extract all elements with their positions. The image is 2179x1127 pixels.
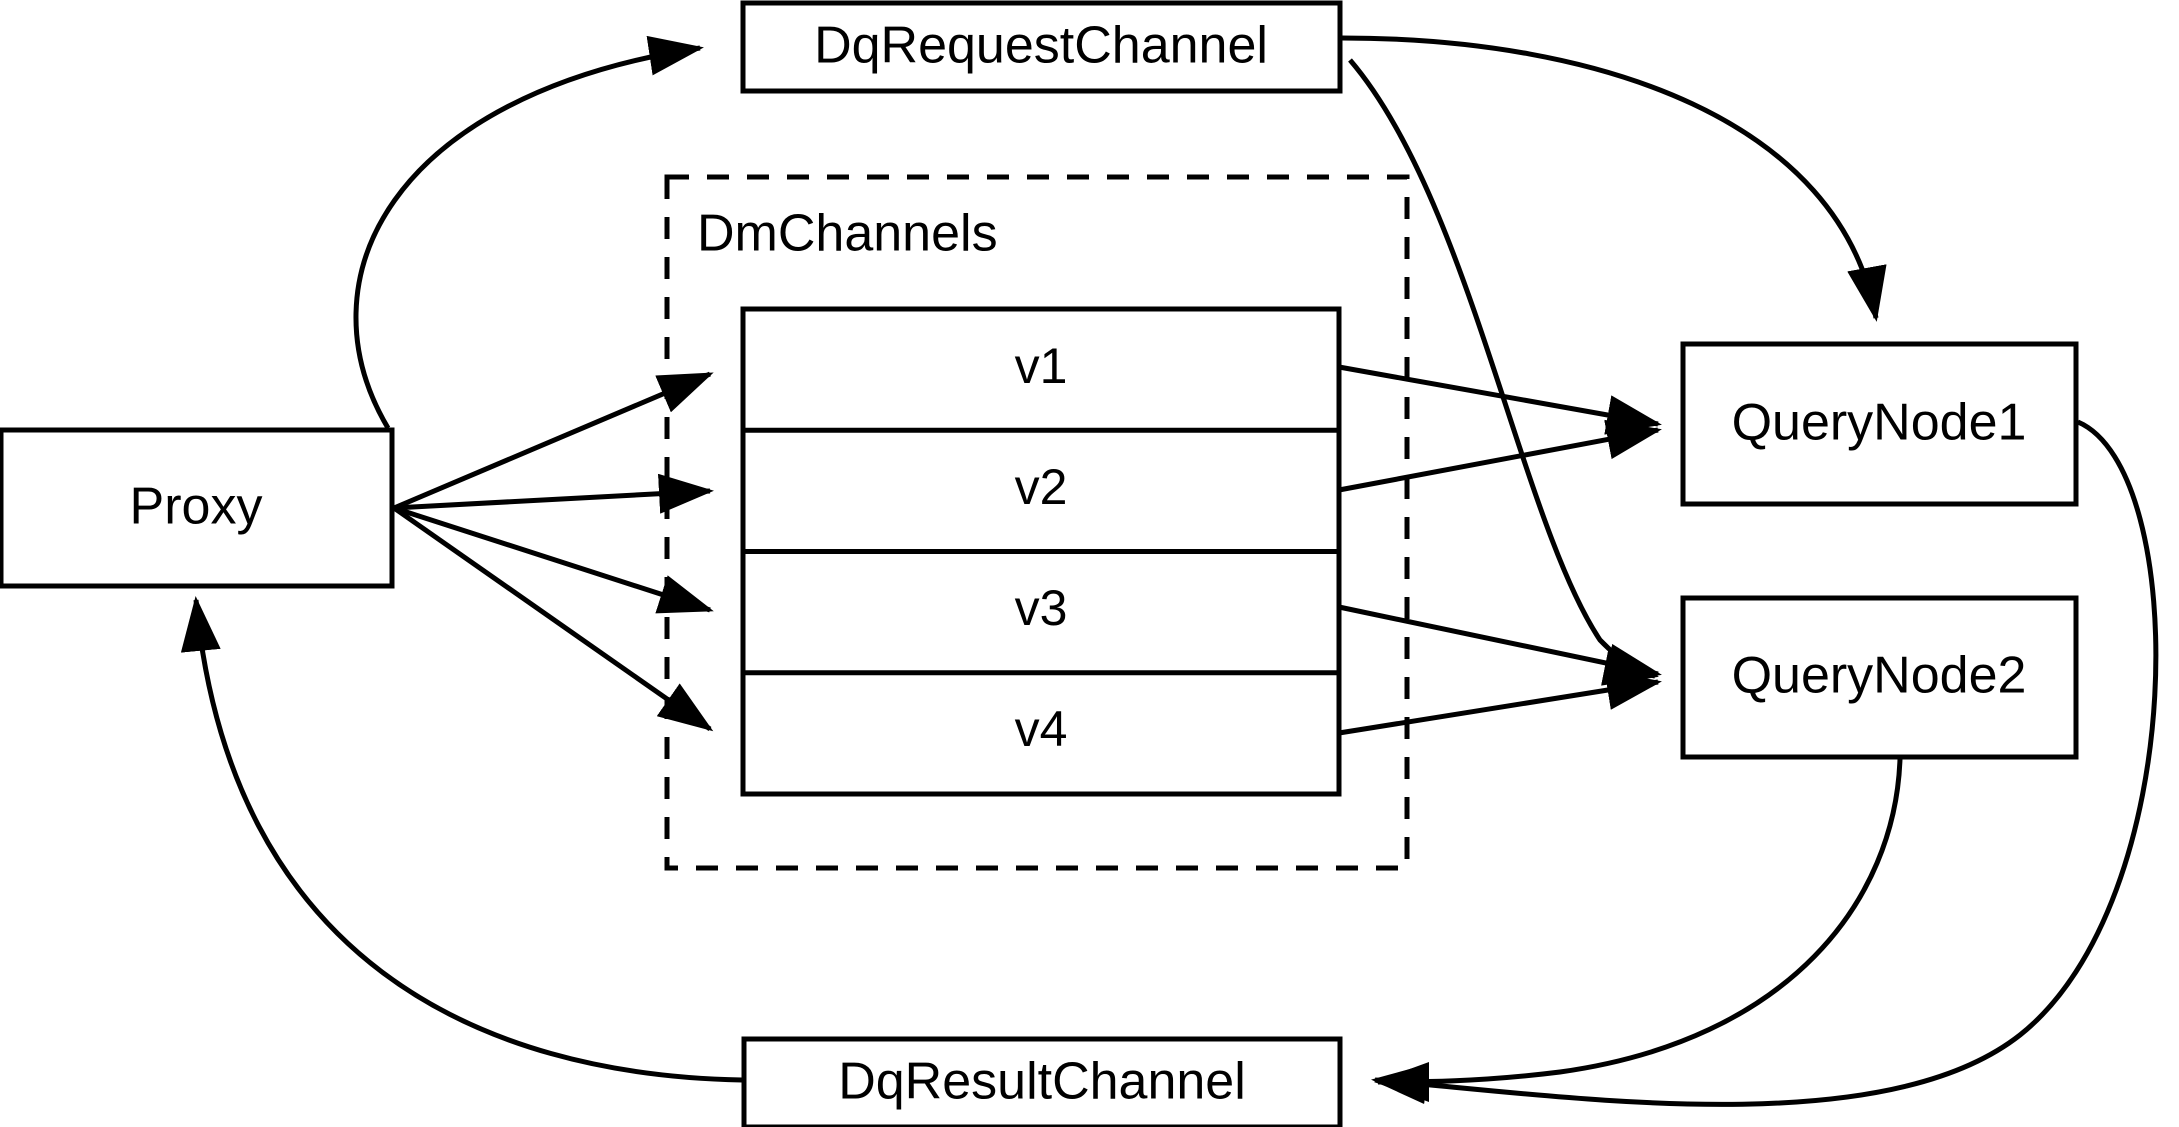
edge-v1-to-query-node-1 [1338, 364, 1662, 435]
edge-dq-result-channel-to-proxy [180, 596, 743, 1083]
edge-v2-to-query-node-1 [1338, 419, 1662, 493]
edge-proxy-to-v3 [393, 505, 714, 614]
query-node-1-label: QueryNode1 [1732, 394, 2027, 452]
query-node-2-box[interactable] [1680, 595, 2079, 760]
dq-result-channel-box[interactable] [741, 1036, 1343, 1127]
vchannel-row-v2-label: v2 [1015, 459, 1068, 515]
edge-proxy-to-v4 [392, 505, 714, 732]
dq-request-channel-box[interactable] [740, 0, 1343, 94]
query-node-1-box[interactable] [1680, 341, 2079, 507]
proxy-node-box[interactable] [0, 427, 395, 589]
dq-result-channel-label: DqResultChannel [838, 1053, 1246, 1111]
vchannel-row-v1-label: v1 [1015, 338, 1068, 394]
dm-channels-group-label: DmChannels [697, 205, 998, 263]
edge-query-node-1-to-dq-result-channel [1371, 419, 2159, 1107]
edge-proxy-to-v1 [393, 371, 714, 511]
dq-request-channel-label: DqRequestChannel [814, 17, 1268, 75]
dm-channels-group-border [664, 174, 1410, 871]
query-node-2-label: QueryNode2 [1732, 647, 2027, 705]
vchannel-row-v4-label: v4 [1015, 701, 1068, 757]
edge-query-node-2-to-dq-result-channel [1373, 758, 1903, 1102]
edge-proxy-to-dq-request-channel [353, 35, 704, 430]
edge-dq-request-channel-to-query-node-1 [1341, 35, 1887, 322]
edge-v3-to-query-node-2 [1338, 604, 1662, 684]
edge-dq-request-channel-to-query-node-2 [1348, 58, 1659, 686]
vchannel-row-v3-label: v3 [1015, 580, 1068, 636]
edge-v4-to-query-node-2 [1338, 670, 1662, 736]
proxy-node-label: Proxy [130, 478, 263, 536]
edge-proxy-to-v2 [393, 473, 714, 514]
